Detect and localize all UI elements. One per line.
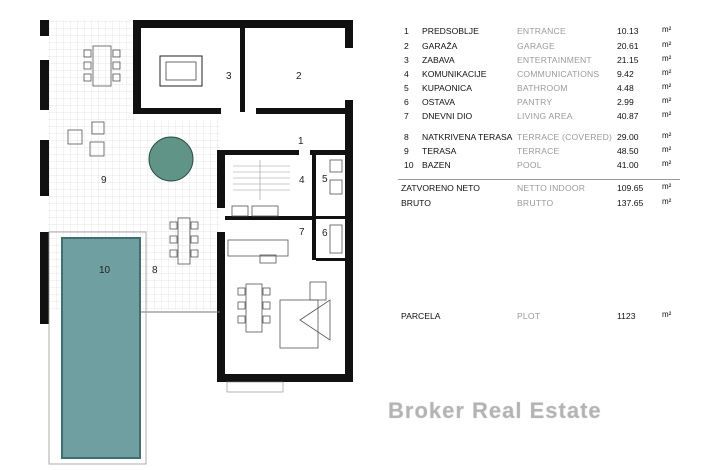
room-number: 8 xyxy=(404,132,409,142)
billiard-table-felt xyxy=(165,61,197,81)
room-number: 10 xyxy=(404,160,414,170)
room-area: 41.00 xyxy=(617,160,639,170)
total-area: 109.65 xyxy=(617,183,644,193)
area-unit: m² xyxy=(662,110,672,119)
room-name-en: TERRACE xyxy=(517,146,560,156)
area-unit: m² xyxy=(662,82,672,91)
room-number: 1 xyxy=(404,26,409,36)
room-area: 48.50 xyxy=(617,146,639,156)
room-name-en: POOL xyxy=(517,160,542,170)
room-name-en: PANTRY xyxy=(517,97,553,107)
room-name-en: GARAGE xyxy=(517,41,555,51)
room-name-en: COMMUNICATIONS xyxy=(517,69,600,79)
room-area: 9.42 xyxy=(617,69,634,79)
room-label-6: 6 xyxy=(322,228,328,239)
room-label-1: 1 xyxy=(298,136,304,147)
billiard-table xyxy=(159,55,203,87)
kitchen xyxy=(227,205,289,264)
terrace-paving-top xyxy=(48,20,136,120)
total-area: 137.65 xyxy=(617,198,644,208)
room-label-5: 5 xyxy=(322,174,328,185)
lounge-chairs xyxy=(67,121,105,157)
pool xyxy=(61,237,141,459)
area-unit: m² xyxy=(662,131,672,140)
total-name-en: NETTO INDOOR xyxy=(517,183,586,193)
room-label-4: 4 xyxy=(299,175,305,186)
round-rug xyxy=(148,136,194,182)
sofa xyxy=(279,281,331,349)
room-number: 5 xyxy=(404,83,409,93)
room-name-hr: KOMUNIKACIJE xyxy=(422,69,487,79)
bathroom-fixtures xyxy=(329,159,343,254)
area-unit: m² xyxy=(662,68,672,77)
room-name-hr: BAZEN xyxy=(422,160,451,170)
room-number: 6 xyxy=(404,97,409,107)
living-dining xyxy=(237,283,271,333)
room-area: 21.15 xyxy=(617,55,639,65)
room-name-hr: GARAŽA xyxy=(422,41,458,51)
room-label-2: 2 xyxy=(296,71,302,82)
room-number: 3 xyxy=(404,55,409,65)
room-name-hr: TERASA xyxy=(422,146,457,156)
area-unit: m² xyxy=(662,182,672,191)
area-unit: m² xyxy=(662,54,672,63)
room-label-7: 7 xyxy=(299,227,305,238)
room-area: 2.99 xyxy=(617,97,634,107)
watermark: Broker Real Estate xyxy=(388,398,602,423)
room-name-hr: ZABAVA xyxy=(422,55,455,65)
room-number: 4 xyxy=(404,69,409,79)
room-name-hr: NATKRIVENA TERASA xyxy=(422,132,513,142)
area-unit: m² xyxy=(662,145,672,154)
room-area: 4.48 xyxy=(617,83,634,93)
room-name-en: ENTRANCE xyxy=(517,26,566,36)
room-name-en: ENTERTAINMENT xyxy=(517,55,592,65)
outdoor-dining-top xyxy=(83,45,121,87)
totals-divider xyxy=(398,179,680,180)
plot-name-hr: PARCELA xyxy=(401,311,441,321)
area-unit: m² xyxy=(662,25,672,34)
room-number: 2 xyxy=(404,41,409,51)
room-name-en: LIVING AREA xyxy=(517,111,573,121)
total-name-en: BRUTTO xyxy=(517,198,554,208)
walls xyxy=(40,20,353,382)
room-area: 20.61 xyxy=(617,41,639,51)
room-label-8: 8 xyxy=(152,265,158,276)
area-unit: m² xyxy=(662,310,672,319)
area-unit: m² xyxy=(662,40,672,49)
room-number: 9 xyxy=(404,146,409,156)
total-name-hr: ZATVORENO NETO xyxy=(401,183,480,193)
room-number: 7 xyxy=(404,111,409,121)
floor-plan: 1 2 3 4 5 6 7 8 9 10 xyxy=(40,20,353,465)
stairs xyxy=(233,160,290,200)
room-area: 29.00 xyxy=(617,132,639,142)
room-label-9: 9 xyxy=(101,175,107,186)
area-unit: m² xyxy=(662,96,672,105)
room-name-en: TERRACE (COVERED) xyxy=(517,132,613,142)
plot-area: 1123 xyxy=(617,311,636,321)
room-area: 40.87 xyxy=(617,111,639,121)
room-name-hr: PREDSOBLJE xyxy=(422,26,479,36)
plot-name-en: PLOT xyxy=(517,311,541,321)
area-unit: m² xyxy=(662,159,672,168)
room-name-hr: OSTAVA xyxy=(422,97,455,107)
total-name-hr: BRUTO xyxy=(401,198,431,208)
outdoor-dining-covered xyxy=(169,217,199,265)
area-unit: m² xyxy=(662,197,672,206)
room-name-en: BATHROOM xyxy=(517,83,568,93)
room-label-3: 3 xyxy=(226,71,232,82)
room-label-10: 10 xyxy=(99,265,111,276)
room-name-hr: KUPAONICA xyxy=(422,83,472,93)
room-name-hr: DNEVNI DIO xyxy=(422,111,473,121)
room-area: 10.13 xyxy=(617,26,639,36)
